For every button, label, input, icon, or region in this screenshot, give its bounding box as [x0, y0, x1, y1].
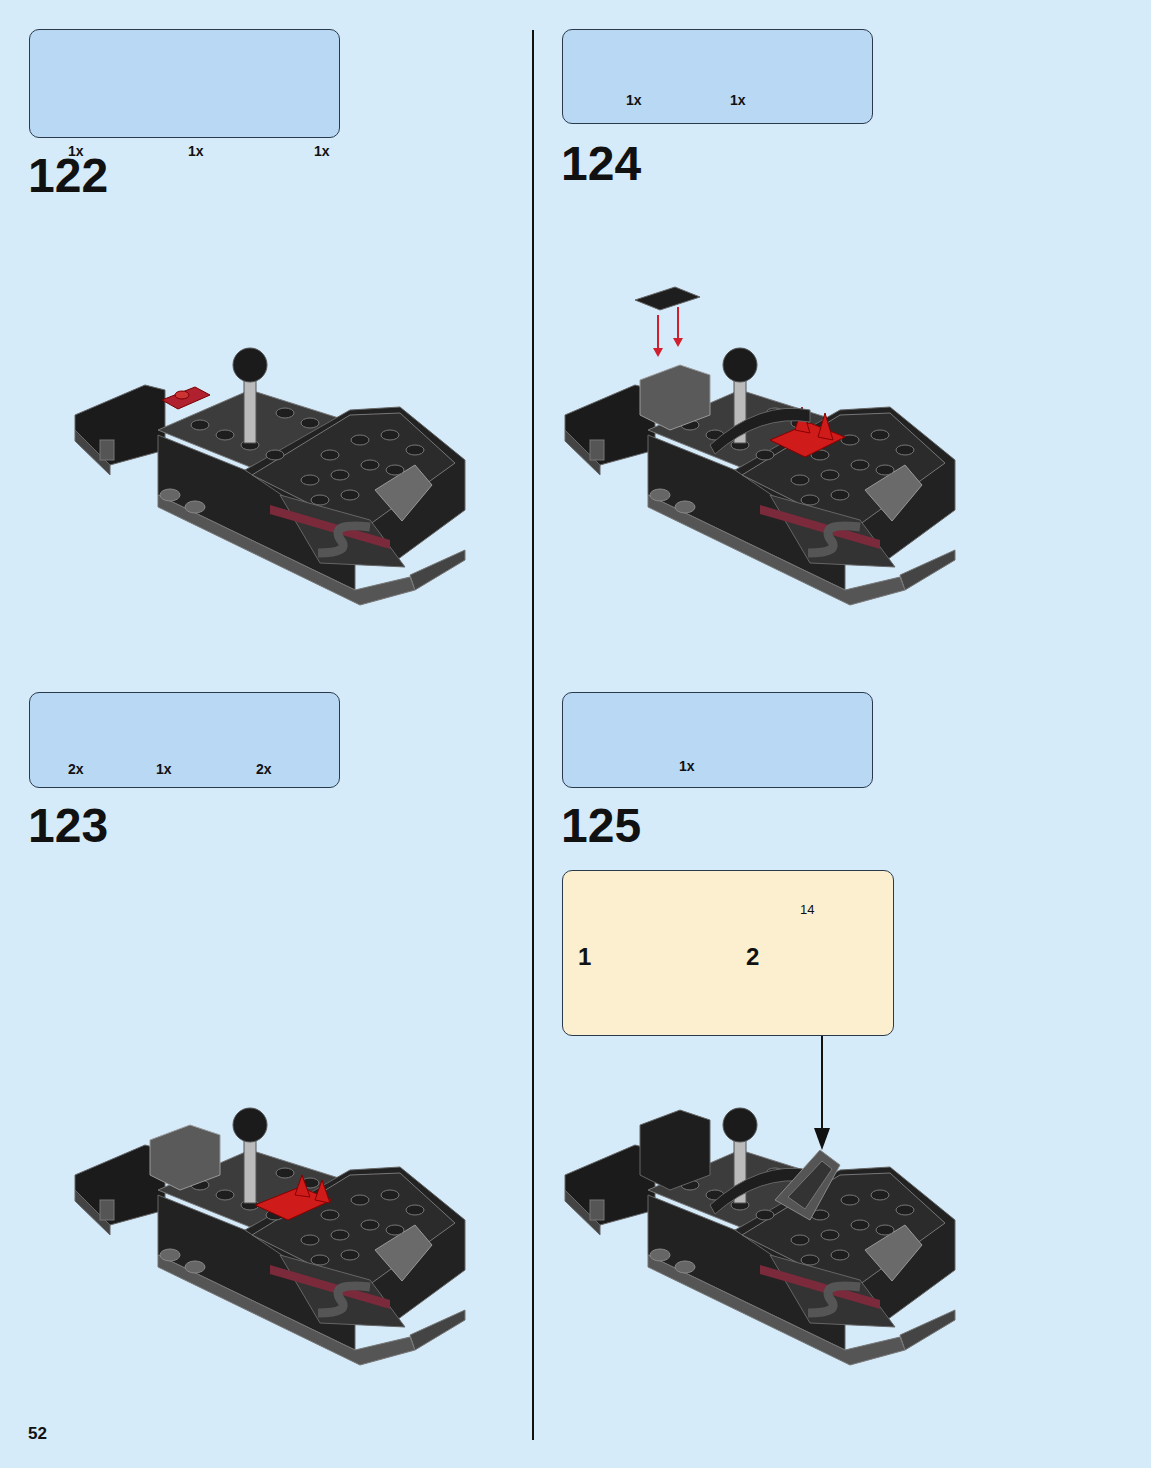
step-124-model: [565, 287, 955, 605]
step-number: 124: [561, 140, 641, 188]
part-quantity: 1x: [314, 144, 330, 158]
illustration-shape: [295, 1175, 310, 1197]
part-icons: [40, 45, 805, 752]
illustration-shape: [75, 348, 465, 605]
pointer-arrow: [821, 1036, 823, 1135]
part-quantity: 1x: [679, 759, 695, 773]
sub-assembly-box: 12: [562, 870, 894, 1036]
illustration-shape: [565, 348, 955, 605]
illustration-shape: [75, 1108, 465, 1365]
part-quantity: 2x: [68, 762, 84, 776]
step-122-model: [75, 348, 465, 605]
illustration-shape: [315, 1180, 330, 1203]
illustration-shape: [788, 1161, 832, 1209]
parts-list-box: 1x1x1x: [29, 29, 340, 138]
illustration-shape: [162, 387, 210, 409]
illustration-shape: [775, 1150, 840, 1220]
part-quantity: 1x: [626, 93, 642, 107]
step-number: 122: [28, 152, 108, 200]
step-125-model: [565, 1108, 955, 1365]
step-123-model: [75, 1108, 465, 1365]
part-quantity: 1x: [188, 144, 204, 158]
illustration-shape: [635, 287, 700, 310]
sub-step-number: 1: [578, 945, 591, 969]
column-divider: [532, 30, 534, 1440]
illustration-shape: [657, 315, 659, 350]
illustration-shape: [710, 408, 810, 454]
illustration-shape: [677, 307, 679, 340]
page-number: 52: [28, 1425, 47, 1442]
illustration-shape: [640, 1110, 710, 1190]
part-quantity: 1x: [730, 93, 746, 107]
illustration-shape: [673, 338, 683, 347]
parts-list-box: 1x: [562, 692, 873, 788]
illustration-shape: [565, 1108, 955, 1365]
parts-list-box: 2x 1x 2x: [29, 692, 340, 788]
step-number: 123: [28, 802, 108, 850]
step-number: 125: [561, 802, 641, 850]
part-quantity: 1x: [156, 762, 172, 776]
sticker-number: 14: [800, 903, 814, 916]
part-quantity: 2x: [256, 762, 272, 776]
pointer-arrowhead: [814, 1128, 830, 1150]
illustration-shape: [653, 348, 663, 357]
illustration-shape: [150, 1125, 220, 1190]
illustration-shape: [818, 413, 833, 440]
sub-step-number: 2: [746, 945, 759, 969]
illustration-shape: [640, 365, 710, 430]
parts-list-box: 1x 1x: [562, 29, 873, 124]
illustration-shape: [175, 391, 189, 399]
